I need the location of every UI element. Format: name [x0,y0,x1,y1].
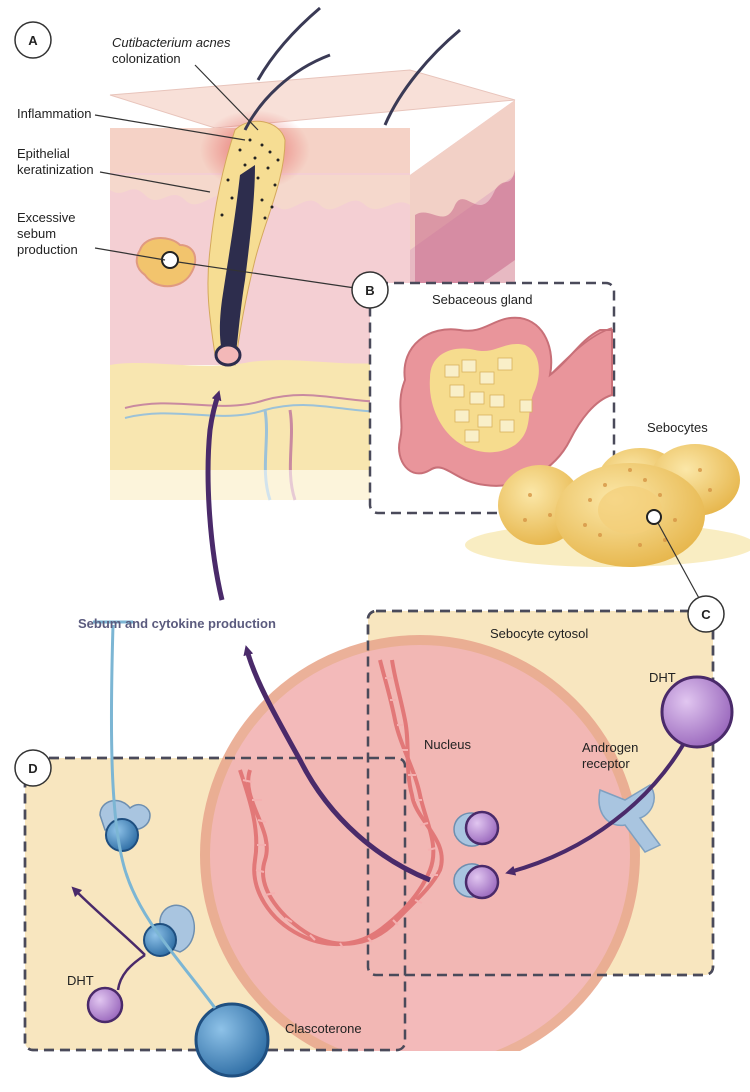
svg-text:A: A [28,33,38,48]
dht-d-line [116,953,146,991]
dna-helix [238,659,444,949]
label-dht-d: DHT [67,973,94,988]
nucleus [200,635,640,1051]
panel-b [368,281,616,515]
label-sebaceous-gland: Sebaceous gland [432,292,532,307]
clascoterone-molecule [194,1002,270,1078]
label-clascoterone: Clascoterone [285,1021,362,1036]
label-sebum-2: sebum [17,226,56,241]
panel-c-border [366,609,715,977]
label-dht-c: DHT [649,670,676,685]
receptor-dht-complex [453,810,500,900]
label-nucleus: Nucleus [424,737,471,752]
svg-text:C: C [701,607,711,622]
label-androgen-2: receptor [582,756,630,771]
label-sebum-3: production [17,242,78,257]
dht-molecule-c [660,675,734,749]
deflected-arrow [71,886,146,956]
label-sebum-1: Excessive [17,210,76,225]
label-sebocyte-cytosol: Sebocyte cytosol [490,626,588,641]
label-androgen-1: Androgen [582,740,638,755]
clascoterone-inhibition-line [109,624,217,1009]
label-cutibacterium-1: Cutibacterium acnes [112,35,231,50]
dht-molecule-d [86,986,124,1024]
receptor-blocked-mid [143,904,196,957]
label-sebum-cytokine: Sebum and cytokine production [78,616,276,631]
panel-a-badge: A [14,21,52,59]
androgen-receptor-c [598,783,662,853]
panel-c-badge: C [687,595,725,633]
label-sebocytes: Sebocytes [647,420,708,435]
complex-to-production-arrow [243,645,431,883]
label-inflammation: Inflammation [17,106,91,121]
production-to-follicle-arrow [205,390,225,601]
leader-sebocyte [657,522,701,601]
hair-follicle [135,6,461,367]
label-epithelial-2: keratinization [17,162,94,177]
panel-d-border [23,756,407,1052]
svg-text:D: D [28,761,37,776]
panel-b-badge: B [351,271,389,309]
panel-d-badge: D [14,749,52,787]
dht-to-receptor-arrow [505,743,685,876]
label-cutibacterium-2: colonization [112,51,181,66]
leader-lines-a [94,64,356,289]
label-epithelial-1: Epithelial [17,146,70,161]
svg-text:B: B [365,283,374,298]
